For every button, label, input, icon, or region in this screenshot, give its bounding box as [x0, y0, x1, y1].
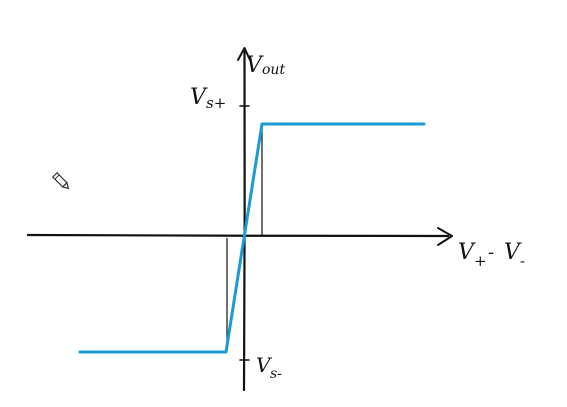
pencil-icon[interactable] — [51, 171, 71, 191]
x-axis-label-vplus: V — [458, 240, 476, 265]
y-axis-arrowhead — [237, 47, 251, 61]
x-axis — [26, 233, 450, 238]
negative-saturation-label-subscript: s- — [270, 366, 282, 382]
x-axis-arrowhead — [437, 227, 453, 246]
x-axis-label-vminus-subscript: - — [520, 252, 525, 270]
positive-saturation-label: V — [190, 85, 208, 110]
x-axis-label-minus: - — [488, 242, 494, 263]
transfer-curve — [78, 122, 426, 354]
y-axis-label-subscript: out — [262, 62, 285, 78]
x-axis-label-vplus-subscript: + — [474, 252, 487, 270]
y-axis — [242, 50, 246, 392]
x-axis-label-vminus: V — [504, 240, 522, 265]
y-axis-label: V — [246, 53, 264, 78]
positive-saturation-label-subscript: s+ — [206, 94, 226, 112]
negative-saturation-label: V — [256, 353, 273, 377]
